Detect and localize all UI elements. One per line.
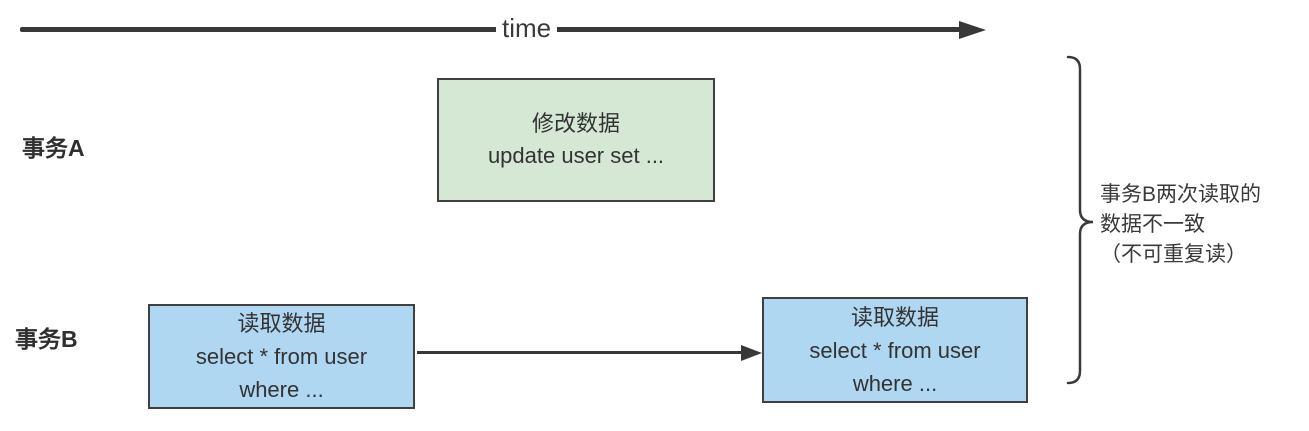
read1-box-sql-cont: where ... [239, 377, 324, 402]
read-connector-arrowhead-icon [741, 345, 762, 361]
curly-brace-icon [1066, 55, 1094, 385]
time-axis-line [20, 27, 962, 32]
read-connector-line [417, 351, 743, 354]
time-axis-arrowhead-icon [959, 21, 986, 39]
annotation-line-1: 事务B两次读取的 [1100, 183, 1262, 206]
lane-label-transaction-b: 事务B [15, 326, 78, 352]
update-data-box: 修改数据 update user set ... [437, 78, 715, 202]
time-axis-label: time [496, 13, 558, 43]
read2-box-sql-cont: where ... [852, 370, 938, 396]
lane-label-transaction-a: 事务A [22, 135, 85, 161]
annotation-line-3: （不可重复读） [1100, 243, 1247, 266]
read1-box-title: 读取数据 [237, 311, 326, 336]
read-data-box-first: 读取数据 select * from user where ... [148, 304, 415, 409]
read1-box-sql: select * from user [195, 344, 368, 369]
update-box-title: 修改数据 [531, 111, 620, 136]
read2-box-title: 读取数据 [850, 304, 939, 330]
update-box-sql: update user set ... [487, 143, 665, 168]
read-data-box-second: 读取数据 select * from user where ... [762, 297, 1028, 403]
annotation-line-2: 数据不一致 [1100, 213, 1205, 236]
nonrepeatable-read-annotation: 事务B两次读取的 数据不一致 （不可重复读） [1100, 180, 1305, 270]
read2-box-sql: select * from user [809, 337, 981, 363]
